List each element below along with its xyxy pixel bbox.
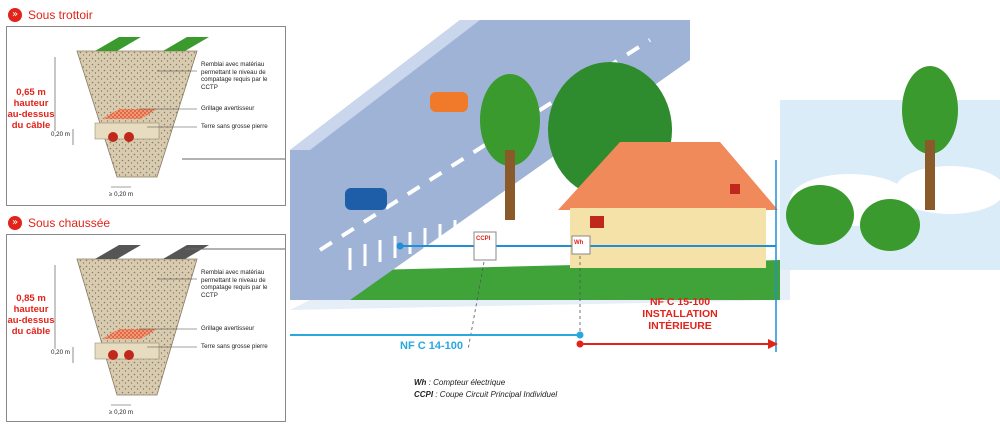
label-line: Remblai avec matériau (201, 269, 265, 276)
legend-wh: Wh : Compteur électrique (414, 378, 505, 387)
label-remblai: Remblai avec matériau permettant le nive… (201, 61, 285, 91)
section-header-trottoir: » Sous trottoir (8, 8, 93, 22)
scene-illustration (290, 0, 1000, 352)
nf-c15-100-label: NF C 15-100 INSTALLATION INTÉRIEURE (620, 296, 740, 332)
house-roof (558, 142, 778, 210)
label-terre: Terre sans grosse pierre (201, 123, 268, 130)
depth-annotation: 0,65 m hauteur au-dessus du câble (7, 87, 55, 131)
dim-bottom: ≥ 0,20 m (109, 191, 134, 198)
trench-panel-chaussee: 0,85 m hauteur au-dessus du câble Rembla… (6, 234, 286, 422)
label-line: permettant le niveau de (201, 276, 266, 284)
trench-diagram (54, 245, 285, 406)
label-grillage: Grillage avertisseur (201, 325, 255, 332)
dim-bottom: ≥ 0,20 m (109, 409, 134, 416)
ccpi-tag: CCPI (476, 236, 491, 242)
depth-value: 0,85 m (16, 293, 46, 304)
label-grillage: Grillage avertisseur (201, 105, 255, 112)
section-title: Sous chaussée (28, 216, 111, 230)
legend-key: CCPI (414, 390, 434, 399)
nf-c15-line: INSTALLATION (642, 308, 718, 320)
nf-c15-line: INTÉRIEURE (648, 320, 712, 332)
car-orange (430, 92, 468, 112)
label-line: compatage requis par le CCTP (201, 284, 268, 299)
nf-c15-line: NF C 15-100 (649, 296, 711, 308)
trench-diagram (54, 37, 285, 188)
depth-line: hauteur (13, 304, 49, 315)
legend-ccpi: CCPI : Coupe Circuit Principal Individue… (414, 390, 557, 399)
legend-text: : Coupe Circuit Principal Individuel (433, 390, 558, 399)
depth-value: 0,65 m (16, 87, 46, 98)
depth-line: au-dessus (7, 109, 55, 120)
street-scene: CCPI Wh NF C 14-100 NF C 15-100 INSTALLA… (290, 0, 1000, 426)
depth-line: hauteur (13, 98, 49, 109)
legend-text: : Compteur électrique (426, 378, 506, 387)
section-header-chaussee: » Sous chaussée (8, 216, 110, 230)
label-remblai: Remblai avec matériau permettant le nive… (201, 269, 285, 299)
label-line: Remblai avec matériau (201, 61, 265, 68)
car-blue (345, 188, 387, 210)
label-line: compatage requis par le CCTP (201, 76, 268, 91)
legend-key: Wh (414, 378, 427, 387)
depth-line: au-dessus (7, 315, 55, 326)
section-title: Sous trottoir (28, 8, 93, 22)
label-line: permettant le niveau de (201, 68, 266, 76)
trench-panel-trottoir: 0,65 m hauteur au-dessus du câble Rembla… (6, 26, 286, 206)
wh-tag: Wh (574, 240, 584, 246)
label-terre: Terre sans grosse pierre (201, 343, 268, 350)
chevron-right-icon: » (8, 216, 22, 230)
depth-line: du câble (11, 120, 51, 131)
dim-side: 0,20 m (51, 349, 70, 356)
nf-c14-100-label: NF C 14-100 (400, 340, 463, 352)
chevron-right-icon: » (8, 8, 22, 22)
depth-line: du câble (11, 326, 51, 337)
dim-side: 0,20 m (51, 131, 70, 138)
depth-annotation: 0,85 m hauteur au-dessus du câble (7, 293, 55, 337)
